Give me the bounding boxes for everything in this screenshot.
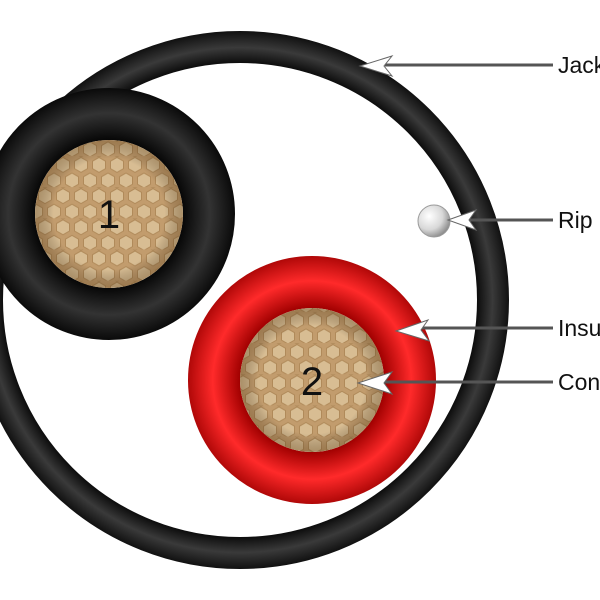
conductor-1-assembly: 1 [0, 88, 235, 340]
conductor-2-number: 2 [301, 360, 323, 404]
callout-ripcord: Rip [446, 207, 593, 233]
ripcord-arrowhead-icon [446, 209, 478, 231]
conductor-1-copper-shade [35, 140, 183, 288]
conductor-2-insulation [188, 256, 436, 504]
callout-jacket: Jack [358, 52, 600, 78]
conductor-2-assembly: 2 [188, 256, 436, 504]
insulation-label: Insu [558, 315, 600, 341]
ripcord-sphere-icon [417, 204, 451, 238]
insulation-arrowhead-icon [394, 319, 431, 342]
conductor-2-copper-shade [240, 308, 384, 452]
conductor-1-insulation [0, 88, 235, 340]
ripcord-label: Rip [558, 207, 593, 233]
jacket-arrowhead-icon [358, 55, 394, 77]
callout-insulation: Insu [394, 315, 600, 342]
cable-jacket [0, 31, 509, 569]
conductor-arrowhead-icon [356, 371, 394, 395]
callout-conductor: Con [356, 369, 600, 395]
conductor-label: Con [558, 369, 600, 395]
conductor-1-number: 1 [98, 193, 120, 237]
jacket-label: Jack [558, 52, 600, 78]
